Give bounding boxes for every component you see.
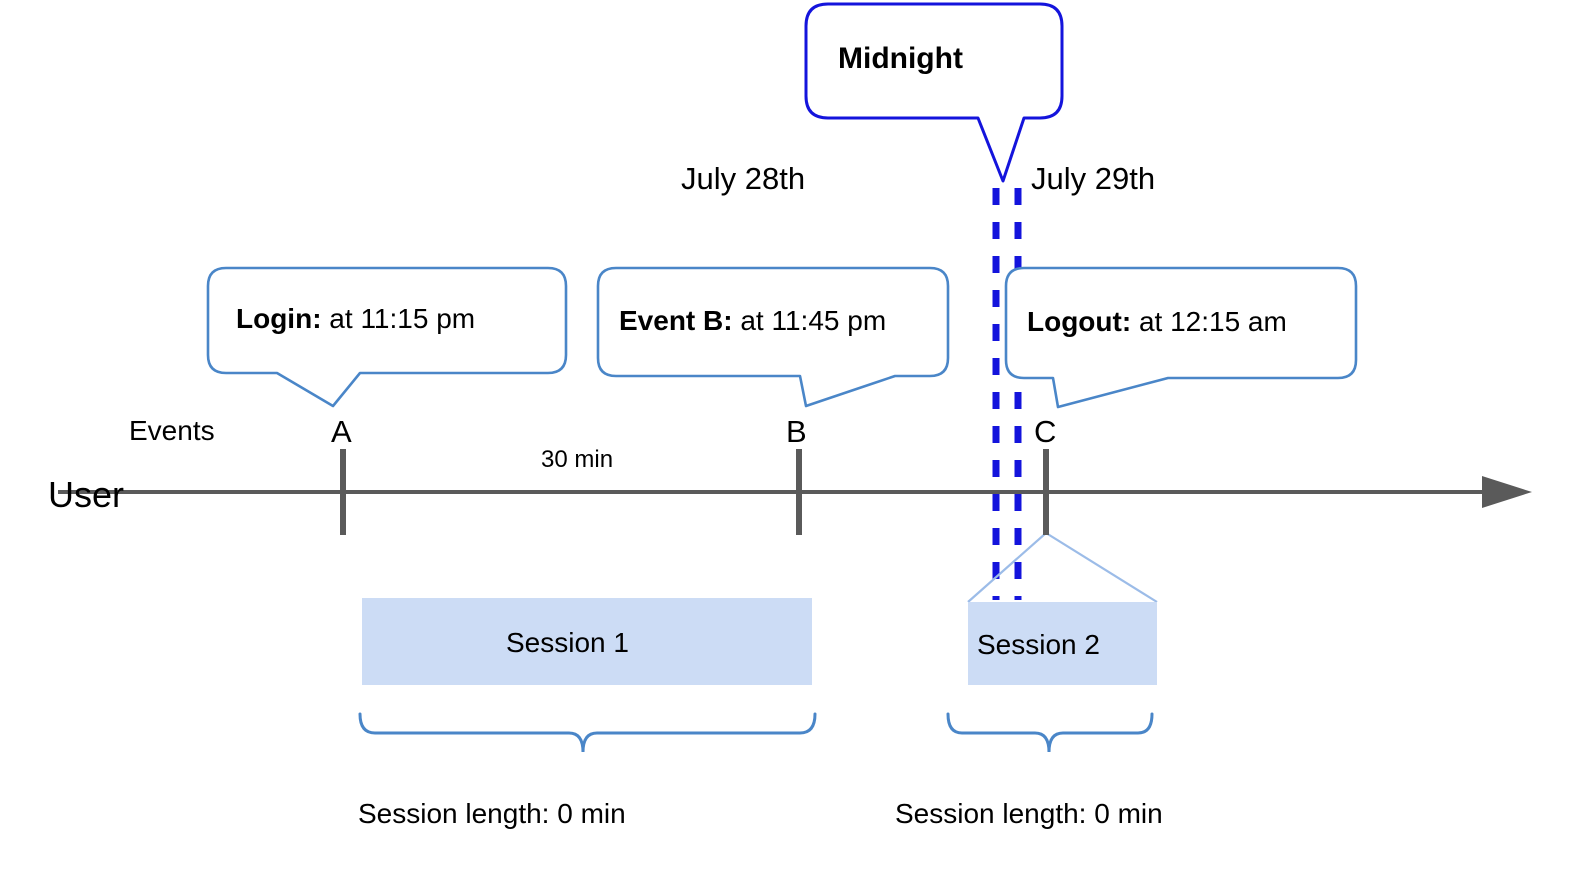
timeline-arrowhead (1482, 476, 1532, 508)
login-callout-rest: at 11:15 pm (321, 303, 476, 334)
events-row-label: Events (129, 415, 215, 446)
midnight-divider-lines (992, 188, 1022, 600)
session-2-brace-path (946, 712, 1154, 753)
login-callout-bold: Login: (236, 303, 322, 334)
event-letter-a: A (331, 414, 352, 449)
login-callout-text: Login: at 11:15 pm (236, 305, 475, 333)
login-callout-shape[interactable] (206, 266, 568, 408)
eventb-callout-rest: at 11:45 pm (732, 305, 887, 336)
session-2-brace (946, 712, 1154, 753)
midnight-label: Midnight (838, 42, 963, 75)
event-tick-markers (340, 449, 1049, 535)
session-2-label: Session 2 (977, 629, 1100, 660)
date-label-july-28: July 28th (681, 161, 806, 196)
session-1-label: Session 1 (506, 627, 629, 658)
session-2-length-label: Session length: 0 min (895, 798, 1163, 829)
session-2-box[interactable] (968, 602, 1157, 685)
session-1-length-label: Session length: 0 min (358, 798, 626, 829)
timeline-axis (58, 476, 1532, 508)
logout-callout-shape[interactable] (1004, 266, 1358, 409)
user-row-label: User (48, 474, 125, 515)
session-1-brace (358, 712, 817, 753)
gap-duration-label: 30 min (541, 446, 614, 473)
eventb-bubble-path (596, 266, 950, 408)
eventb-callout-bold: Event B: (619, 305, 733, 336)
midnight-bubble-path (804, 2, 1064, 183)
event-letter-b: B (786, 414, 807, 449)
logout-callout-bold: Logout: (1027, 306, 1132, 337)
login-bubble-path (206, 266, 568, 408)
eventb-callout-shape[interactable] (596, 266, 950, 408)
logout-bubble-path (1004, 266, 1358, 409)
eventb-callout-text: Event B: at 11:45 pm (619, 307, 886, 335)
logout-callout-rest: at 12:15 am (1131, 306, 1287, 337)
logout-callout-text: Logout: at 12:15 am (1027, 308, 1287, 336)
session-1-box[interactable] (362, 598, 812, 685)
date-label-july-29: July 29th (1031, 161, 1156, 196)
session-1-brace-path (358, 712, 817, 753)
midnight-callout-shape[interactable] (804, 2, 1064, 183)
event-letter-c: C (1034, 414, 1057, 449)
